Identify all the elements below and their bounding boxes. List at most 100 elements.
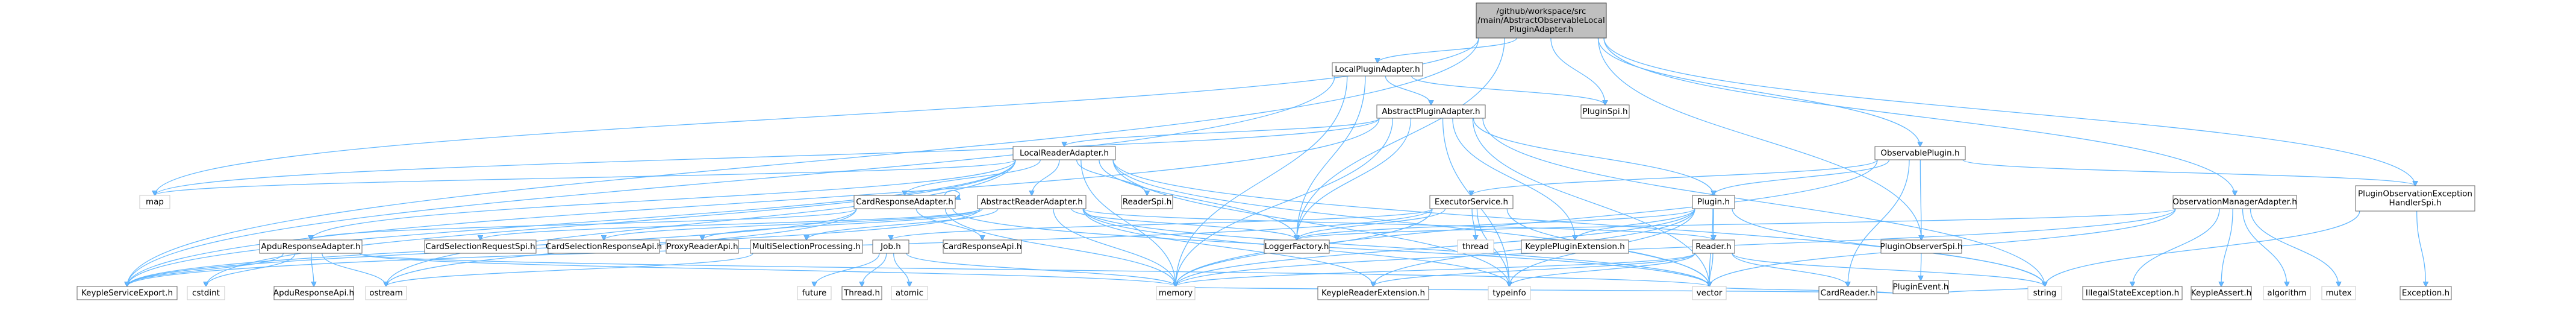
node-pluginEvent[interactable]: PluginEvent.h (1892, 280, 1949, 294)
edge-executorService-to-loggerFactory (1297, 208, 1446, 240)
node-box (2400, 286, 2452, 300)
edge-observablePlugin-to-cardReader (1848, 159, 1910, 286)
node-label: CardSelectionResponseApi.h (546, 242, 662, 251)
edge-localReaderAdapter-to-apduResponseAdapter (311, 159, 1016, 240)
node-label: CardReader.h (1821, 288, 1876, 298)
node-box (853, 195, 956, 209)
node-apduResponseAdapter[interactable]: ApduResponseAdapter.h (259, 239, 363, 254)
node-root[interactable]: /github/workspace/src/main/AbstractObser… (1476, 2, 1607, 39)
node-memory: memory (1156, 286, 1196, 300)
node-abstractReaderAdapter[interactable]: AbstractReaderAdapter.h (977, 195, 1087, 209)
node-label: thread (1462, 242, 1489, 251)
node-abstractPluginAdapter[interactable]: AbstractPluginAdapter.h (1376, 104, 1486, 119)
node-apduResponseApi[interactable]: ApduResponseApi.h (273, 286, 354, 300)
edge-localReaderAdapter-to-ostream (386, 159, 1016, 286)
node-label: ObservationManagerAdapter.h (2172, 197, 2297, 207)
node-job[interactable]: Job.h (872, 239, 909, 254)
node-label: KeypleServiceExport.h (81, 288, 173, 298)
node-localReaderAdapter[interactable]: LocalReaderAdapter.h (1012, 146, 1116, 160)
node-box (1692, 286, 1727, 300)
node-exception[interactable]: Exception.h (2400, 286, 2452, 300)
edge-pluginObservationExceptionHandlerSpi-to-string (2045, 210, 2360, 286)
node-box (139, 195, 170, 209)
edge-job-to-threadH (862, 253, 887, 286)
node-box (1580, 104, 1630, 119)
edge-abstractReaderAdapter-to-cardSelectionRequestSpi (481, 208, 981, 240)
node-label: /github/workspace/src (1497, 7, 1586, 16)
node-executorService[interactable]: ExecutorService.h (1429, 195, 1514, 209)
node-label: PluginAdapter.h (1509, 25, 1574, 34)
node-plugin[interactable]: Plugin.h (1692, 195, 1735, 209)
edge-localPluginAdapter-to-keypleServiceExport (127, 75, 1335, 286)
edge-root-to-pluginObserverSpi (1598, 37, 1921, 240)
edge-plugin-to-loggerFactory (1297, 208, 1695, 240)
node-illegalStateException[interactable]: IllegalStateException.h (2082, 286, 2183, 300)
node-box (1317, 286, 1429, 300)
edge-apduResponseAdapter-to-keypleServiceExport (127, 253, 284, 286)
node-box (1874, 146, 1966, 160)
node-box (1692, 239, 1735, 254)
edge-reader-to-string (1732, 253, 2045, 286)
node-label: string (2033, 288, 2057, 298)
node-label: PluginObserverSpi.h (1880, 242, 1963, 251)
node-label: ApduResponseAdapter.h (261, 242, 361, 251)
node-proxyReaderApi[interactable]: ProxyReaderApi.h (666, 239, 739, 254)
node-keypleAssert[interactable]: KeypleAssert.h (2191, 286, 2252, 300)
edge-observablePlugin-to-executorService (1471, 159, 1878, 195)
node-box (259, 239, 363, 254)
node-label: CardResponseAdapter.h (856, 197, 953, 207)
edge-reader-to-cardReader (1732, 253, 1848, 286)
edge-abstractPluginAdapter-to-vector (1472, 118, 1709, 286)
edge-localReaderAdapter-to-readerSpi (1076, 159, 1147, 195)
node-pluginObserverSpi[interactable]: PluginObserverSpi.h (1880, 239, 1963, 254)
node-multiSelectionProcessing[interactable]: MultiSelectionProcessing.h (750, 239, 863, 254)
edge-localReaderAdapter-to-loggerFactory (1099, 159, 1297, 240)
node-cardSelectionRequestSpi[interactable]: CardSelectionRequestSpi.h (424, 239, 537, 254)
node-label: atomic (896, 288, 923, 298)
node-label: ReaderSpi.h (1123, 197, 1172, 207)
node-localPluginAdapter[interactable]: LocalPluginAdapter.h (1332, 62, 1423, 77)
node-readerSpi[interactable]: ReaderSpi.h (1121, 195, 1173, 209)
edge-cardResponseAdapter-to-cardResponseApi (915, 208, 982, 240)
edge-abstractPluginAdapter-to-localReaderAdapter (1064, 118, 1380, 147)
node-loggerFactory[interactable]: LoggerFactory.h (1264, 239, 1330, 254)
edge-cardResponseAdapter-to-vector (952, 208, 1709, 286)
node-threadH[interactable]: Thread.h (841, 286, 882, 300)
node-cardResponseAdapter[interactable]: CardResponseAdapter.h (853, 195, 956, 209)
node-label: AbstractReaderAdapter.h (981, 197, 1083, 207)
node-reader[interactable]: Reader.h (1692, 239, 1735, 254)
node-box (76, 286, 178, 300)
node-box (943, 239, 1022, 254)
node-algorithm: algorithm (2263, 286, 2311, 300)
node-label: PluginObservationException (2358, 189, 2472, 199)
edge-localReaderAdapter-to-typeinfo (1112, 159, 1509, 286)
node-keypleServiceExport[interactable]: KeypleServiceExport.h (76, 286, 178, 300)
node-cardReader[interactable]: CardReader.h (1818, 286, 1877, 300)
node-keyplePluginExtension[interactable]: KeyplePluginExtension.h (1521, 239, 1629, 254)
edge-job-to-future (814, 253, 880, 286)
node-cardSelectionResponseApi[interactable]: CardSelectionResponseApi.h (546, 239, 662, 254)
node-label: vector (1697, 288, 1723, 298)
edge-observablePlugin-to-pluginObservationExceptionHandlerSpi (1962, 159, 2415, 186)
node-future: future (797, 286, 832, 300)
node-pluginSpi[interactable]: PluginSpi.h (1580, 104, 1630, 119)
node-cardResponseApi[interactable]: CardResponseApi.h (943, 239, 1022, 254)
node-box (1121, 195, 1173, 209)
node-label: typeinfo (1492, 288, 1526, 298)
node-keypleReaderExtension[interactable]: KeypleReaderExtension.h (1317, 286, 1429, 300)
node-box (424, 239, 537, 254)
node-label: ExecutorService.h (1435, 197, 1508, 207)
edge-abstractPluginAdapter-to-map (155, 118, 1380, 195)
edge-abstractReaderAdapter-to-loggerFactory (1071, 208, 1297, 240)
edge-localReaderAdapter-to-cardResponseAdapter (905, 159, 1041, 195)
node-box (2027, 286, 2062, 300)
node-label: map (146, 197, 164, 207)
edge-localPluginAdapter-to-abstractPluginAdapter (1385, 75, 1431, 105)
edge-abstractPluginAdapter-to-loggerFactory (1297, 118, 1412, 240)
node-box (666, 239, 739, 254)
edge-localReaderAdapter-to-abstractReaderAdapter (1032, 159, 1060, 195)
node-observablePlugin[interactable]: ObservablePlugin.h (1874, 146, 1966, 160)
node-observationManagerAdapter[interactable]: ObservationManagerAdapter.h (2172, 195, 2297, 209)
edge-executorService-to-thread (1471, 208, 1476, 240)
